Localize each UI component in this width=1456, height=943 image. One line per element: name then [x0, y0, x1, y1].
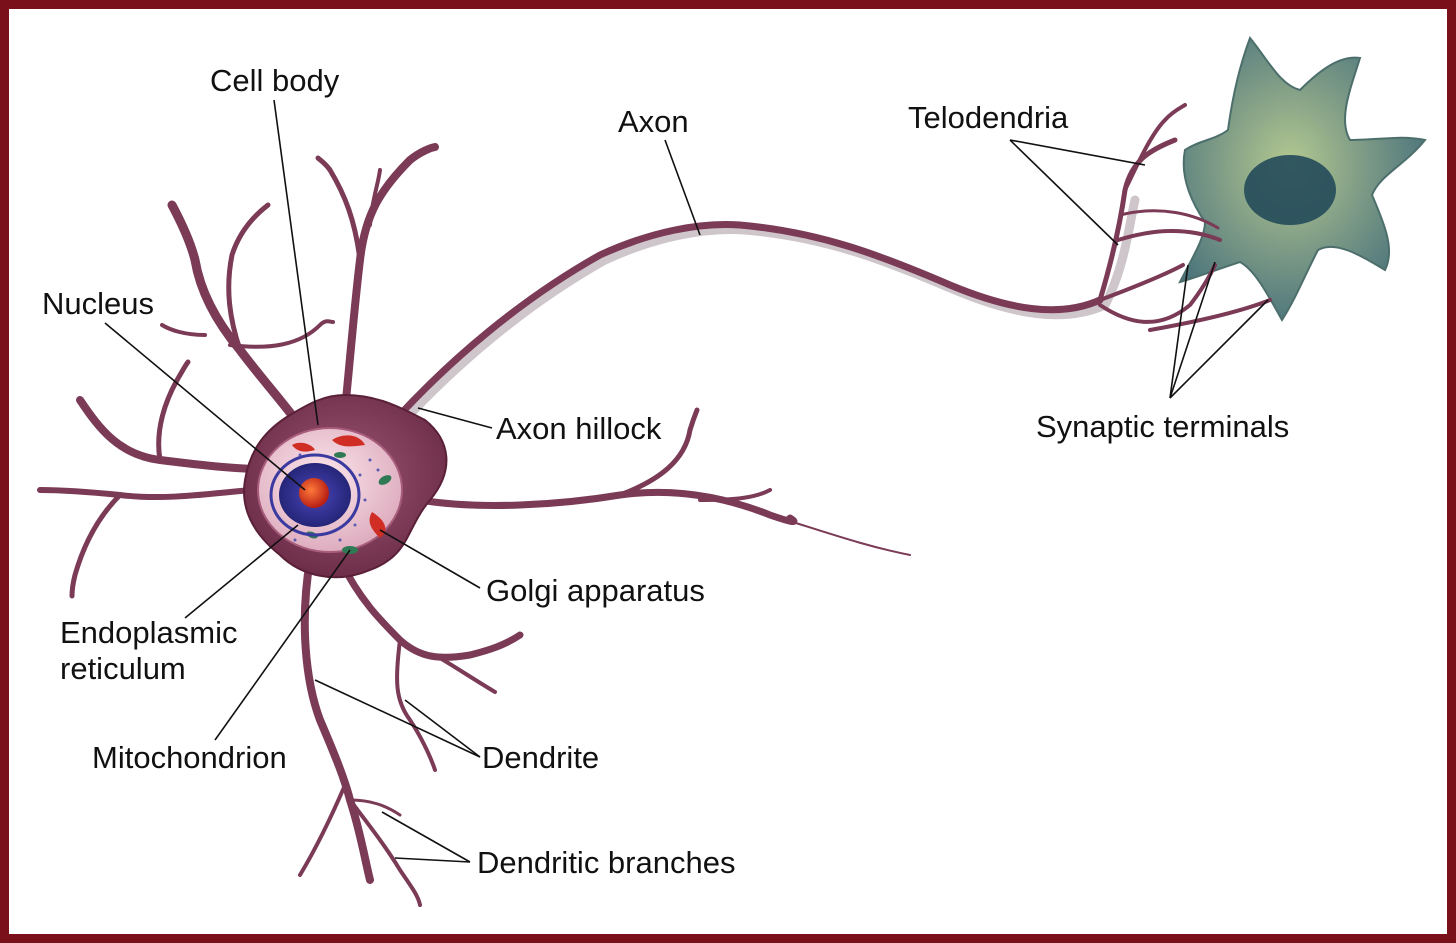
- dendritic-branches-leader-2: [394, 857, 471, 863]
- golgi-leader: [379, 529, 481, 589]
- label-mitochondrion: Mitochondrion: [92, 740, 287, 775]
- nucleus-leader: [104, 322, 306, 491]
- mitochondrion-leader: [214, 549, 351, 741]
- endoplasmic-reticulum-shape: [269, 453, 361, 537]
- label-telodendria: Telodendria: [908, 100, 1069, 135]
- label-synaptic-terminals: Synaptic terminals: [1036, 409, 1290, 444]
- telodendria-leader-2: [1009, 139, 1119, 246]
- label-golgi-apparatus: Golgi apparatus: [486, 573, 705, 608]
- label-axon-hillock: Axon hillock: [496, 411, 662, 446]
- dendrite-leader-2: [404, 699, 481, 758]
- target-cell-nucleus: [1244, 155, 1336, 225]
- label-dendritic-branches: Dendritic branches: [477, 845, 736, 880]
- er-leader: [184, 524, 299, 619]
- neuron-processes: [37, 103, 1272, 907]
- dendritic-branches-leader-1: [381, 811, 471, 863]
- leader-lines: [104, 99, 1269, 863]
- axon-hillock-leader: [417, 407, 493, 429]
- label-dendrite: Dendrite: [482, 740, 600, 775]
- label-endoplasmic-reticulum-line1: Endoplasmic: [60, 615, 238, 650]
- label-cell-body: Cell body: [210, 63, 340, 98]
- synaptic-terminals-leader-1: [1169, 261, 1216, 399]
- label-endoplasmic-reticulum-line2: reticulum: [60, 651, 186, 686]
- neuron-soma: [243, 393, 448, 579]
- telodendria-leader-1: [1009, 139, 1146, 166]
- synaptic-terminals-leader-2: [1169, 264, 1189, 399]
- cell-body-leader: [273, 99, 319, 426]
- synaptic-terminals-leader-3: [1169, 299, 1269, 399]
- target-cell: [1178, 36, 1427, 322]
- nucleolus-shape: [299, 478, 329, 508]
- label-nucleus: Nucleus: [42, 286, 154, 321]
- axon-leader: [664, 139, 701, 236]
- label-axon: Axon: [618, 104, 689, 139]
- dendrite-leader-1: [314, 679, 481, 758]
